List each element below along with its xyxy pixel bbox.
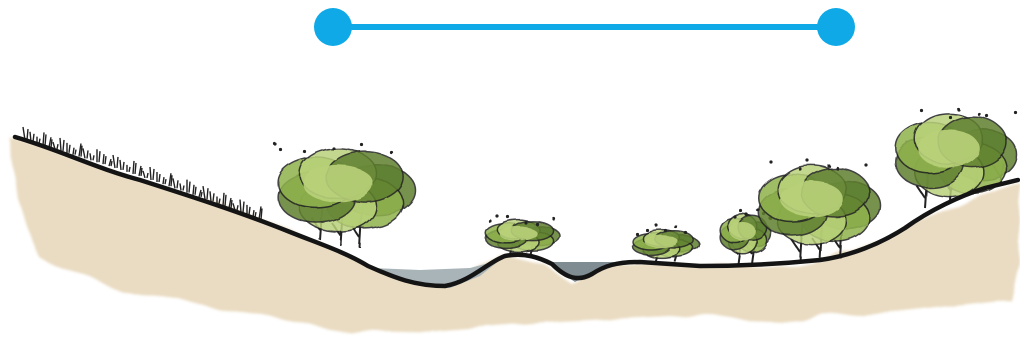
circle-endpoint-icon: [817, 8, 855, 46]
grass-blade: [49, 137, 52, 147]
grass-blade: [157, 172, 160, 182]
grass-blade: [79, 144, 82, 157]
grass-blade: [229, 198, 232, 208]
leaf-dot: [535, 222, 538, 225]
grass-blade: [173, 178, 178, 188]
leaf-dot: [655, 224, 658, 227]
grass-blade: [217, 197, 220, 204]
leaf-dot: [664, 229, 667, 232]
leaf-dot: [827, 164, 830, 167]
circle-endpoint-icon: [314, 8, 352, 46]
shrub-center-left: [486, 214, 560, 254]
leaf-dot: [769, 160, 772, 163]
grass-blade: [187, 180, 190, 193]
grass-blade: [203, 186, 208, 199]
grass-blade: [113, 155, 118, 168]
grass-blade: [73, 148, 76, 155]
grass-blade: [139, 166, 142, 176]
leaf-dot: [389, 150, 392, 153]
leaf-dot: [684, 231, 687, 234]
grass-blade: [127, 165, 130, 172]
foliage-highlight: [303, 165, 373, 203]
leaf-dot: [524, 221, 527, 224]
grass-blade: [90, 153, 94, 160]
grass-blade: [247, 205, 250, 215]
leaf-dot: [864, 163, 867, 166]
grass-blade: [163, 177, 166, 184]
grass-blade: [83, 148, 88, 158]
leaf-dot: [506, 215, 509, 218]
leaf-dot: [956, 107, 959, 110]
grass-blade: [120, 160, 124, 170]
grass-blade: [103, 154, 106, 164]
leaf-dot: [919, 108, 922, 111]
leaf-dot: [835, 166, 838, 169]
grass-blade: [199, 190, 202, 197]
leaf-dot: [674, 225, 677, 228]
foliage-highlight: [645, 236, 679, 249]
grass-blade: [259, 206, 262, 219]
leaf-dot: [278, 147, 281, 150]
grass-blade: [240, 200, 244, 213]
grass-blade: [67, 143, 70, 153]
leaf-dot: [948, 115, 951, 118]
foliage-highlight: [781, 181, 843, 217]
grass-blade: [150, 167, 154, 180]
leaf-dot: [745, 213, 748, 216]
leaf-dot: [553, 218, 556, 221]
leaf-dot: [806, 159, 809, 162]
leaf-dot: [1014, 111, 1017, 114]
leaf-dot: [302, 149, 305, 152]
leaf-dot: [645, 228, 648, 231]
leaf-dot: [798, 167, 801, 170]
grass-blade: [180, 183, 184, 190]
span-measure: [314, 8, 855, 46]
leaf-dot: [985, 114, 988, 117]
shrub-center-right: [633, 224, 699, 262]
foliage-highlight: [499, 226, 537, 240]
grass-blade: [210, 191, 214, 201]
leaf-dot: [977, 112, 980, 115]
leaf-dot: [331, 146, 334, 149]
grass-blade: [43, 132, 46, 145]
grass-blade: [109, 159, 112, 166]
grass-blade: [223, 193, 226, 206]
grass-blade: [169, 173, 172, 186]
grass-blade: [193, 185, 196, 195]
leaf-dot: [635, 232, 638, 235]
leaf-dot: [739, 209, 742, 212]
grass-blade: [133, 161, 136, 174]
grass-blade: [60, 138, 64, 151]
leaf-dot: [733, 215, 736, 218]
foliage-highlight: [729, 222, 755, 240]
leaf-dot: [273, 142, 276, 145]
foliage-highlight: [918, 130, 980, 168]
leaf-dot: [488, 219, 491, 222]
grass-blade: [97, 149, 100, 162]
leaf-dot: [495, 214, 498, 217]
grass-blade: [143, 171, 148, 178]
leaf-dot: [360, 143, 363, 146]
